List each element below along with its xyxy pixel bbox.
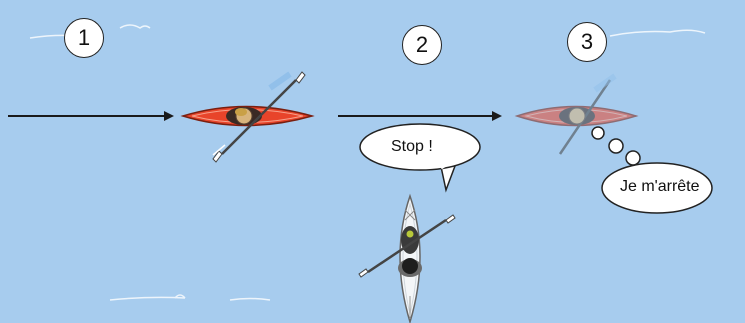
kayak-moving xyxy=(180,71,315,163)
speech-bubble xyxy=(359,123,481,193)
step-number-3: 3 xyxy=(567,22,607,62)
thought-bubble xyxy=(591,126,713,214)
water-ripples xyxy=(29,24,706,301)
step-number-1: 1 xyxy=(64,18,104,58)
step-number-2: 2 xyxy=(402,25,442,65)
speech-text: Stop ! xyxy=(391,138,433,155)
kayak-instructor xyxy=(358,193,456,323)
kayak-stopping xyxy=(514,73,639,155)
thought-text: Je m'arrête xyxy=(620,178,700,195)
